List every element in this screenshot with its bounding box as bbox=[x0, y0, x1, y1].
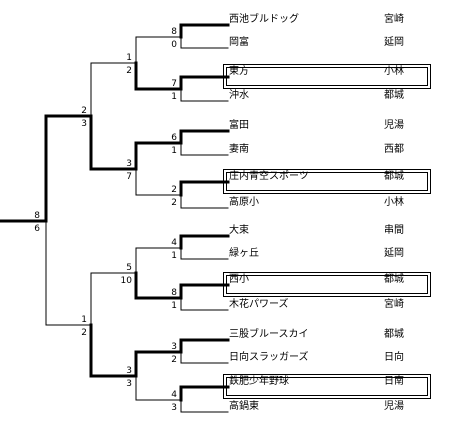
team-area: 宮崎 bbox=[384, 297, 404, 310]
team-area: 都城 bbox=[384, 273, 404, 285]
team-name: 緑ヶ丘 bbox=[229, 246, 259, 259]
match-score-top: 4 bbox=[171, 238, 177, 248]
bracket-labels: 8071612241813243123751033231286西池ブルドッグ宮崎… bbox=[34, 12, 404, 413]
team-area: 児湯 bbox=[384, 118, 404, 131]
match-score-top: 2 bbox=[81, 106, 87, 116]
match-score-bottom: 3 bbox=[171, 403, 177, 413]
team-area: 延岡 bbox=[384, 36, 404, 48]
team-area: 都城 bbox=[384, 89, 404, 101]
match-score-top: 8 bbox=[171, 288, 177, 298]
match-score-bottom: 2 bbox=[171, 198, 177, 208]
winner-box-inner bbox=[226, 172, 428, 191]
winner-box-inner bbox=[226, 275, 428, 294]
team-area: 小林 bbox=[384, 195, 404, 208]
match-score-top: 6 bbox=[171, 133, 177, 143]
team-area: 児湯 bbox=[384, 399, 404, 412]
winner-box-outer bbox=[223, 374, 431, 399]
match-score-bottom: 3 bbox=[126, 379, 132, 389]
team-area: 西都 bbox=[384, 143, 404, 155]
team-area: 都城 bbox=[384, 328, 404, 340]
match-score-top: 3 bbox=[171, 342, 177, 352]
match-score-top: 3 bbox=[126, 159, 132, 169]
team-area: 延岡 bbox=[384, 247, 404, 259]
final-score-top: 8 bbox=[34, 211, 40, 221]
team-name: 西小 bbox=[229, 273, 249, 285]
winner-box-inner bbox=[226, 67, 428, 86]
match-score-bottom: 1 bbox=[171, 92, 177, 102]
match-score-top: 1 bbox=[81, 315, 87, 325]
team-name: 高原小 bbox=[229, 195, 259, 208]
winner-box-inner bbox=[226, 377, 428, 396]
team-name: 鉄肥少年野球 bbox=[229, 374, 289, 387]
team-name: 木花パワーズ bbox=[229, 297, 289, 310]
team-area: 宮崎 bbox=[384, 12, 404, 25]
team-area: 都城 bbox=[384, 170, 404, 182]
match-score-top: 8 bbox=[171, 27, 177, 37]
match-score-bottom: 2 bbox=[81, 328, 87, 338]
match-score-top: 3 bbox=[126, 366, 132, 376]
match-score-top: 2 bbox=[171, 185, 177, 195]
match-score-bottom: 1 bbox=[171, 251, 177, 261]
match-score-bottom: 3 bbox=[81, 119, 87, 129]
team-name: 妻南 bbox=[229, 142, 249, 155]
match-score-top: 1 bbox=[126, 53, 132, 63]
team-name: 富田 bbox=[229, 118, 249, 131]
team-name: 岡富 bbox=[229, 35, 249, 48]
team-name: 三股ブルースカイ bbox=[229, 327, 309, 340]
match-score-top: 5 bbox=[126, 263, 132, 273]
match-score-bottom: 0 bbox=[171, 40, 177, 50]
winner-box-outer bbox=[223, 169, 431, 194]
team-name: 庄内青空スポーツ bbox=[229, 169, 309, 182]
match-score-bottom: 2 bbox=[126, 66, 132, 76]
winner-box-outer bbox=[223, 272, 431, 297]
team-name: 日向スラッガーズ bbox=[229, 350, 309, 363]
team-name: 高鍋東 bbox=[229, 399, 259, 412]
team-area: 日向 bbox=[384, 350, 404, 363]
match-score-bottom: 10 bbox=[121, 276, 133, 286]
match-score-bottom: 1 bbox=[171, 146, 177, 156]
team-area: 小林 bbox=[384, 64, 404, 77]
team-name: 沖水 bbox=[229, 88, 249, 101]
final-score-bottom: 6 bbox=[34, 224, 40, 234]
match-score-top: 4 bbox=[171, 390, 177, 400]
winner-box-outer bbox=[223, 64, 431, 89]
bracket-lines bbox=[0, 23, 230, 413]
match-score-bottom: 1 bbox=[171, 301, 177, 311]
match-score-bottom: 7 bbox=[126, 172, 132, 182]
team-name: 西池ブルドッグ bbox=[229, 12, 299, 25]
match-score-top: 7 bbox=[171, 79, 177, 89]
team-name: 東方 bbox=[229, 64, 249, 77]
winner-boxes bbox=[223, 64, 431, 399]
team-area: 串間 bbox=[384, 224, 404, 236]
match-score-bottom: 2 bbox=[171, 355, 177, 365]
team-area: 日南 bbox=[384, 374, 404, 387]
team-name: 大束 bbox=[229, 223, 249, 236]
